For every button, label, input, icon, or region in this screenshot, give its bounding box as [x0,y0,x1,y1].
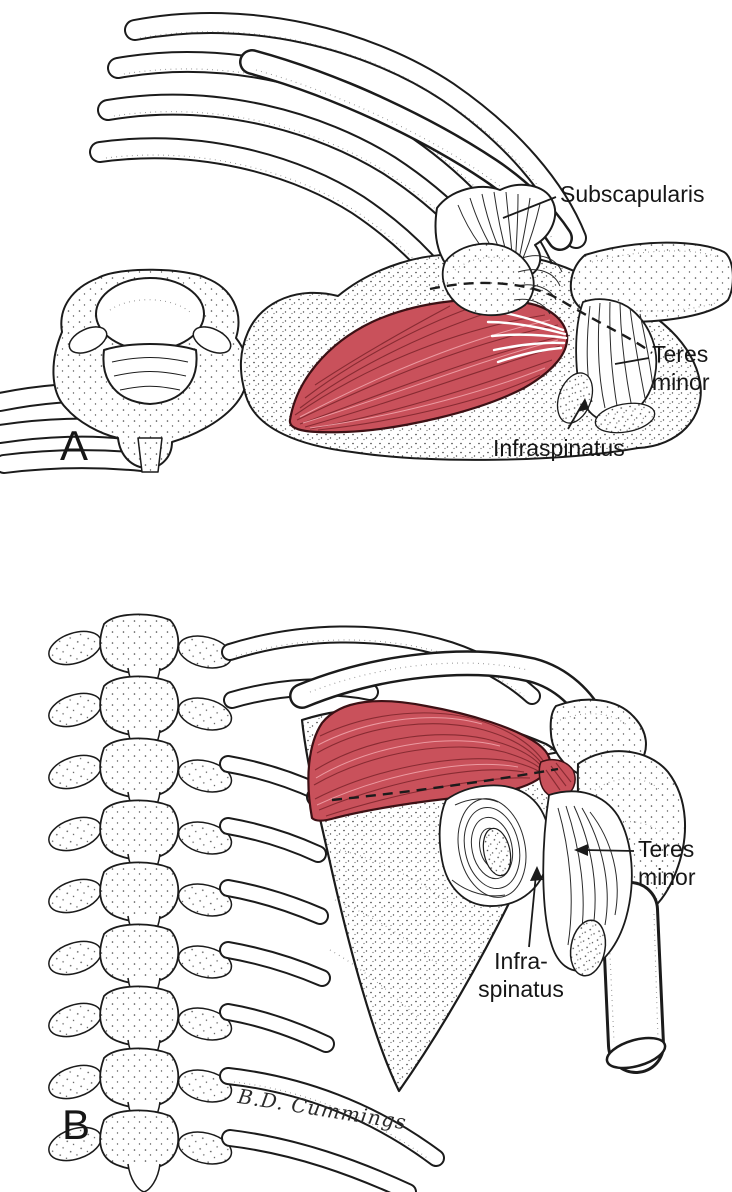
infraspinatus-stump-b [482,827,512,877]
infraspinatus-leader-line-b [528,873,537,948]
humerus-cut-end [605,1036,667,1070]
label-teres-minor-a: Teres minor [652,341,710,395]
infraspinatus-cut-stump-a [556,372,594,424]
teres-minor-stump-b [569,919,607,977]
clavicle-posterior [289,650,607,735]
infraspinatus-cut-b [438,784,551,907]
label-teres-minor-b: Teres minor [638,836,696,890]
joint-capsule-dashed-line-a [429,281,653,354]
teres-minor-leader-line-b [583,849,635,852]
infraspinatus-leader-arrowhead-b [530,866,543,881]
infraspinatus-leader-arrowhead-a [577,398,589,412]
vertebra-superior-view [52,268,249,473]
teres-minor-leader-arrowhead-b [574,844,588,856]
infraspinatus-muscle-red-a [288,298,569,434]
teres-minor-muscle-a [556,298,658,434]
panel-b-letter: B [62,1101,91,1148]
panel-a-illustration [0,11,732,474]
panel-b-illustration [43,613,686,1192]
label-infraspinatus-a: Infraspinatus [493,435,625,461]
scapular-spine-dashed-line-b [331,767,559,802]
panel-a-letter: A [60,422,89,469]
teres-minor-muscle-b [542,790,633,977]
subscapularis-leader-line [502,196,557,219]
label-subscapularis-a: Subscapularis [560,181,705,207]
label-infraspinatus-b: Infra- spinatus [478,948,564,1002]
teres-minor-leader-line-a [614,357,650,365]
